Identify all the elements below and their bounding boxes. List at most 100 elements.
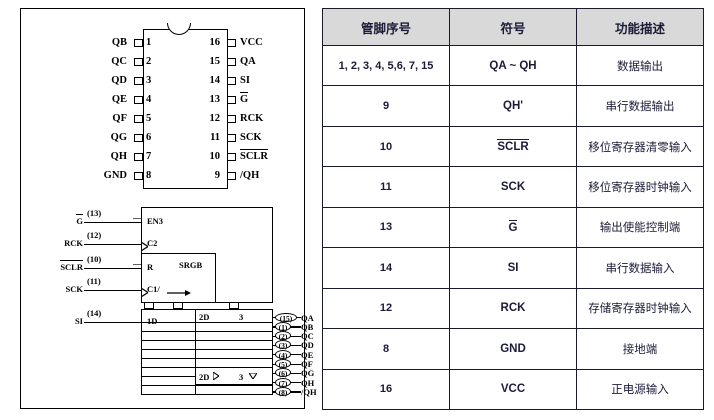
stage-label-3-bottom: 3 <box>239 372 244 382</box>
pin-label-QB: QB <box>111 37 127 48</box>
pin-label-QH: QH <box>110 151 127 162</box>
pin-label-VCC: VCC <box>240 37 263 48</box>
cell-pin-8: 16 <box>322 368 450 410</box>
logic-port-R: R <box>147 262 154 272</box>
logic-output-pin-4: (4) <box>275 349 291 360</box>
connector-notch <box>144 303 154 309</box>
pin-stub-7 <box>134 153 143 161</box>
pin-label-QE: QE <box>111 94 127 105</box>
dip16-package-diagram: 1 QB 2 QC 3 QD 4 QE 5 QF 6 QG 7 QH 8 GND… <box>104 23 268 189</box>
logic-output-pin-2: (2) <box>275 331 291 341</box>
logic-input-name-SCLR: SCLR <box>60 262 83 272</box>
logic-input-name-RCK: RCK <box>64 238 83 248</box>
table-row: 14 SI 串行数据输入 <box>322 247 704 289</box>
logic-output-pin-1: (1) <box>275 321 291 332</box>
table-row: 11 SCK 移位寄存器时钟输入 <box>322 166 704 208</box>
logic-port-EN3: EN3 <box>147 216 164 226</box>
logic-output-pin-6: (6) <box>275 368 291 378</box>
pin-number-4: 4 <box>146 94 152 105</box>
pin-label-/QH: /QH <box>240 170 260 181</box>
logic-output-label-nQH: /QH <box>301 386 317 397</box>
pin-number-5: 5 <box>146 113 152 124</box>
pin-stub-13 <box>227 96 236 104</box>
logic-input-pin-G: (13) <box>87 208 102 218</box>
pin-label-SI: SI <box>240 75 250 86</box>
cell-pin-0: 1, 2, 3, 4, 5,6, 7, 15 <box>322 44 450 87</box>
pin-stub-16 <box>227 39 236 47</box>
pin-number-8: 8 <box>146 170 152 181</box>
cell-pin-7: 8 <box>322 328 450 370</box>
pin-number-11: 11 <box>210 132 220 143</box>
logic-input-pin-RCK: (12) <box>87 230 102 240</box>
cell-symbol-1: QH' <box>449 85 577 127</box>
cell-symbol-2: SCLR <box>449 125 577 168</box>
logic-input-wire-G <box>84 222 141 224</box>
cell-desc-8: 正电源输入 <box>576 368 704 410</box>
pin-stub-15 <box>227 58 236 66</box>
logic-input-wire-SCK <box>84 290 141 292</box>
cell-desc-5: 串行数据输入 <box>576 247 704 289</box>
register-row-line <box>141 331 273 333</box>
active-low-marker-icon <box>133 218 142 226</box>
col-header-symbol: 符号 <box>449 8 577 46</box>
cell-pin-1: 9 <box>322 85 450 127</box>
stage-label-2d-bottom: 2D <box>199 372 210 382</box>
overline-symbol: G <box>508 219 518 234</box>
cell-symbol-7: GND <box>449 328 577 370</box>
register-row-line <box>141 385 273 387</box>
logic-port-C2: C2 <box>147 238 158 248</box>
logic-output-label-QC: QC <box>301 331 314 342</box>
logic-input-wire-SI <box>84 322 141 324</box>
logic-output-pin-7: (7) <box>275 377 291 388</box>
table-row: 16 VCC 正电源输入 <box>322 368 704 410</box>
active-low-marker-icon <box>133 264 142 272</box>
table-row: 9 QH' 串行数据输出 <box>322 85 704 127</box>
logic-output-pin-3: (3) <box>275 340 291 350</box>
cell-symbol-4: G <box>449 206 577 249</box>
logic-output-pin-5: (5) <box>275 359 291 369</box>
register-row-line <box>141 340 273 342</box>
pin-stub-14 <box>227 77 236 85</box>
cell-symbol-0: QA ~ QH <box>449 44 577 87</box>
pin-number-12: 12 <box>209 113 221 124</box>
pin-stub-9 <box>227 172 236 180</box>
pin-function-table: 管脚序号 符号 功能描述 1, 2, 3, 4, 5,6, 7, 15 QA ~… <box>322 8 704 410</box>
pin-label-RCK: RCK <box>240 113 264 124</box>
table-row: 13 G 输出使能控制端 <box>322 206 704 249</box>
register-row-line <box>141 358 273 360</box>
stage-label-3-top: 3 <box>239 312 244 322</box>
pin-number-7: 7 <box>146 151 152 162</box>
logic-input-name-SCK: SCK <box>65 284 83 294</box>
pin-stub-12 <box>227 115 236 123</box>
pin-label-G: G <box>240 94 249 105</box>
pin-number-16: 16 <box>209 37 221 48</box>
pin-stub-11 <box>227 134 236 142</box>
logic-port-1D: 1D <box>147 316 158 326</box>
diagrams-panel: 1 QB 2 QC 3 QD 4 QE 5 QF 6 QG 7 QH 8 GND… <box>20 8 317 409</box>
logic-input-wire-SCLR <box>84 268 141 270</box>
logic-input-name-SI: SI <box>74 316 83 326</box>
logic-output-label-QB: QB <box>301 321 314 332</box>
register-row-line <box>141 322 273 324</box>
cell-pin-4: 13 <box>322 206 450 249</box>
col-header-desc: 功能描述 <box>576 8 704 46</box>
cell-pin-3: 11 <box>322 166 450 208</box>
pin-stub-8 <box>134 172 143 180</box>
inverting-output-marker-icon <box>249 373 257 379</box>
pin-label-QC: QC <box>111 56 127 67</box>
connector-notch <box>229 303 239 309</box>
connector-notch <box>173 303 183 309</box>
pin-label-SCK: SCK <box>240 132 262 143</box>
cell-pin-2: 10 <box>322 125 450 168</box>
logic-port-C1: C1/ <box>147 284 160 294</box>
pin-label-QA: QA <box>240 56 256 67</box>
pin-function-table-wrap: 管脚序号 符号 功能描述 1, 2, 3, 4, 5,6, 7, 15 QA ~… <box>322 8 704 410</box>
register-array-divider <box>195 309 197 395</box>
logic-input-pin-SI: (14) <box>87 308 102 318</box>
table-row: 10 SCLR 移位寄存器清零输入 <box>322 125 704 168</box>
pin-number-3: 3 <box>146 75 152 86</box>
logic-output-label-QH: QH <box>301 377 315 388</box>
overline-symbol: SCLR <box>497 139 529 154</box>
